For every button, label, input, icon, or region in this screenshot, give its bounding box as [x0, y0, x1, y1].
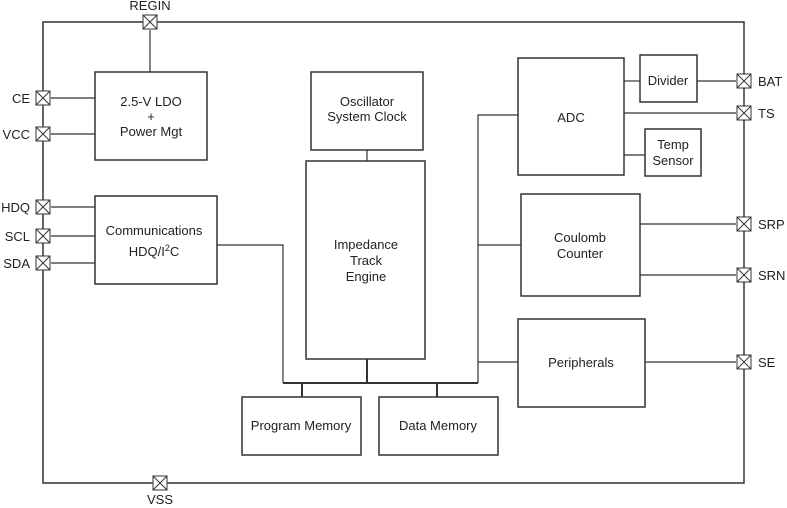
pin-sda-label: SDA [3, 256, 30, 271]
pin-srp-label: SRP [758, 217, 785, 232]
program-memory-label: Program Memory [251, 418, 352, 433]
ite-line2: Track [350, 253, 383, 268]
pin-hdq: HDQ [1, 199, 51, 215]
ldo-line2: + [147, 109, 155, 124]
pin-hdq-label: HDQ [1, 200, 30, 215]
pin-ce-label: CE [12, 91, 30, 106]
data-memory-label: Data Memory [399, 418, 478, 433]
pin-vcc-label: VCC [3, 127, 30, 142]
pin-srn-label: SRN [758, 268, 785, 283]
pin-ts: TS [736, 105, 775, 121]
block-adc: ADC [517, 57, 625, 176]
block-temp-sensor: Temp Sensor [644, 128, 702, 177]
coulomb-line1: Coulomb [554, 230, 606, 245]
block-ldo: 2.5-V LDO + Power Mgt [94, 71, 208, 161]
pin-srn: SRN [736, 267, 785, 283]
block-peripherals: Peripherals [517, 318, 646, 408]
pin-se: SE [736, 354, 776, 370]
connections [51, 30, 736, 397]
pin-scl: SCL [5, 228, 51, 244]
osc-line2: System Clock [327, 109, 407, 124]
adc-label: ADC [557, 110, 584, 125]
pin-ts-label: TS [758, 106, 775, 121]
pin-bat-label: BAT [758, 74, 782, 89]
osc-line1: Oscillator [340, 94, 395, 109]
pin-srp: SRP [736, 216, 785, 232]
divider-label: Divider [648, 73, 689, 88]
block-communications: Communications HDQ/I2C [94, 195, 218, 285]
ite-line1: Impedance [334, 237, 398, 252]
ite-line3: Engine [346, 269, 386, 284]
comm-line2: HDQ/I2C [129, 243, 180, 259]
pin-se-label: SE [758, 355, 776, 370]
block-divider: Divider [639, 54, 698, 103]
block-coulomb-counter: Coulomb Counter [520, 193, 641, 297]
pin-vcc: VCC [3, 126, 51, 142]
block-program-memory: Program Memory [241, 396, 362, 456]
block-data-memory: Data Memory [378, 396, 499, 456]
ldo-line1: 2.5-V LDO [120, 94, 181, 109]
chip-outline [42, 21, 745, 484]
pin-regin-label: REGIN [129, 0, 170, 13]
pin-bat: BAT [736, 73, 782, 89]
pin-regin: REGIN [129, 0, 171, 30]
comm-line1: Communications [106, 223, 203, 238]
pin-scl-label: SCL [5, 229, 30, 244]
block-oscillator: Oscillator System Clock [310, 71, 424, 151]
pin-vss: VSS [147, 475, 173, 507]
pin-vss-label: VSS [147, 492, 173, 507]
pin-sda: SDA [3, 255, 51, 271]
temp-line1: Temp [657, 137, 689, 152]
peripherals-label: Peripherals [548, 355, 614, 370]
coulomb-line2: Counter [557, 246, 604, 261]
block-impedance-track-engine: Impedance Track Engine [305, 160, 426, 360]
pin-ce: CE [12, 90, 51, 106]
ldo-line3: Power Mgt [120, 124, 183, 139]
temp-line2: Sensor [652, 153, 694, 168]
